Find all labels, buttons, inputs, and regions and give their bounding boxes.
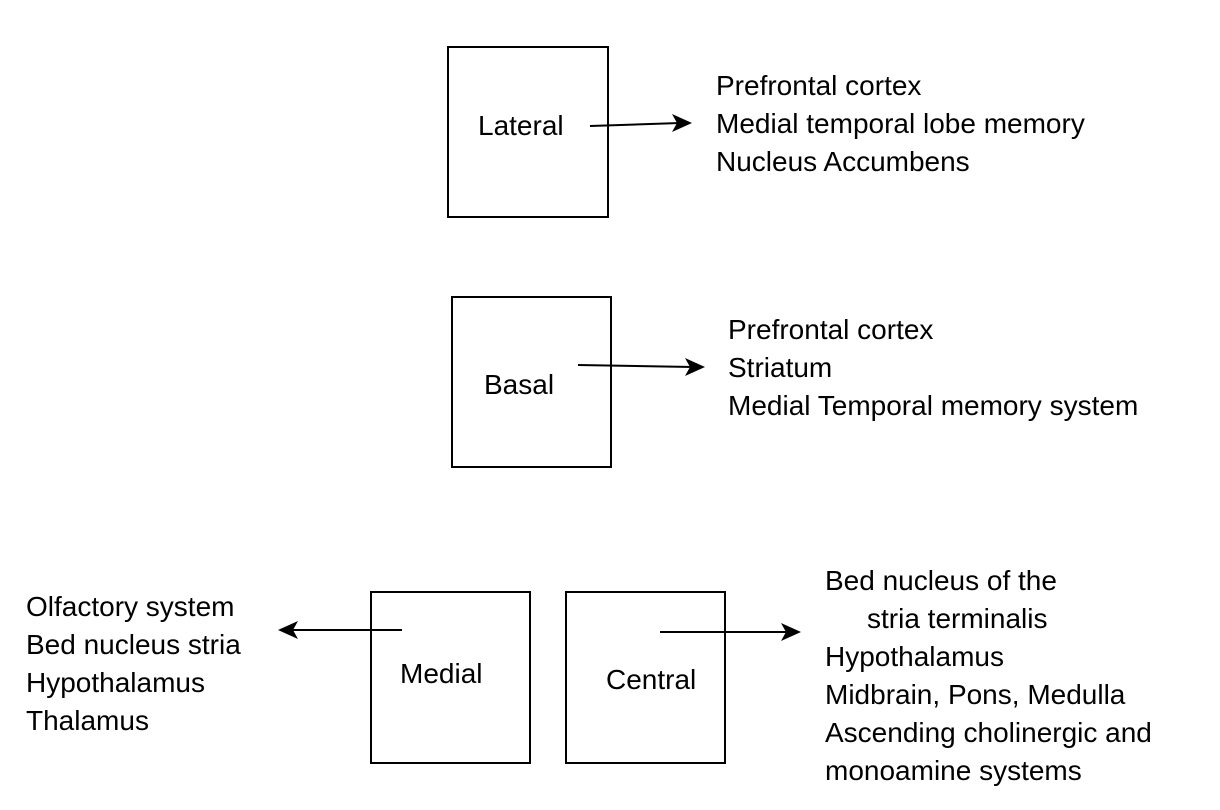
central-arrowhead <box>781 623 801 641</box>
basal-target: Prefrontal cortex <box>728 314 934 345</box>
basal-target: Medial Temporal memory system <box>728 390 1139 421</box>
medial-target: Hypothalamus <box>26 667 205 698</box>
basal-box <box>451 296 612 468</box>
central-target: Ascending cholinergic and <box>825 717 1152 748</box>
central-target: stria terminalis <box>867 603 1048 634</box>
basal-arrow <box>577 364 694 368</box>
basal-label: Basal <box>484 369 555 400</box>
central-target: Bed nucleus of the <box>825 565 1057 596</box>
lateral-target: Nucleus Accumbens <box>716 146 970 177</box>
central-target: Midbrain, Pons, Medulla <box>825 679 1126 710</box>
lateral-target: Medial temporal lobe memory <box>716 108 1085 139</box>
lateral-targets: Prefrontal cortex Medial temporal lobe m… <box>716 67 1085 181</box>
medial-targets: Olfactory system Bed nucleus stria Hypot… <box>26 588 241 740</box>
medial-target: Bed nucleus stria <box>26 629 241 660</box>
central-targets: Bed nucleus of the stria terminalis Hypo… <box>825 562 1152 790</box>
lateral-arrowhead <box>672 114 692 132</box>
basal-target: Striatum <box>728 352 833 383</box>
central-target: monoamine systems <box>825 755 1082 786</box>
basal-targets: Prefrontal cortex Striatum Medial Tempor… <box>728 311 1138 425</box>
medial-label: Medial <box>400 658 483 689</box>
medial-arrowhead <box>278 621 298 639</box>
lateral-box <box>447 46 609 218</box>
central-label: Central <box>606 664 697 695</box>
medial-target: Thalamus <box>26 705 149 736</box>
basal-arrowhead <box>685 358 705 376</box>
lateral-target: Prefrontal cortex <box>716 70 922 101</box>
lateral-label: Lateral <box>478 110 564 141</box>
central-box <box>565 591 726 764</box>
central-target: Hypothalamus <box>825 641 1004 672</box>
medial-target: Olfactory system <box>26 591 235 622</box>
lateral-arrow <box>589 122 681 127</box>
medial-box <box>370 591 531 764</box>
